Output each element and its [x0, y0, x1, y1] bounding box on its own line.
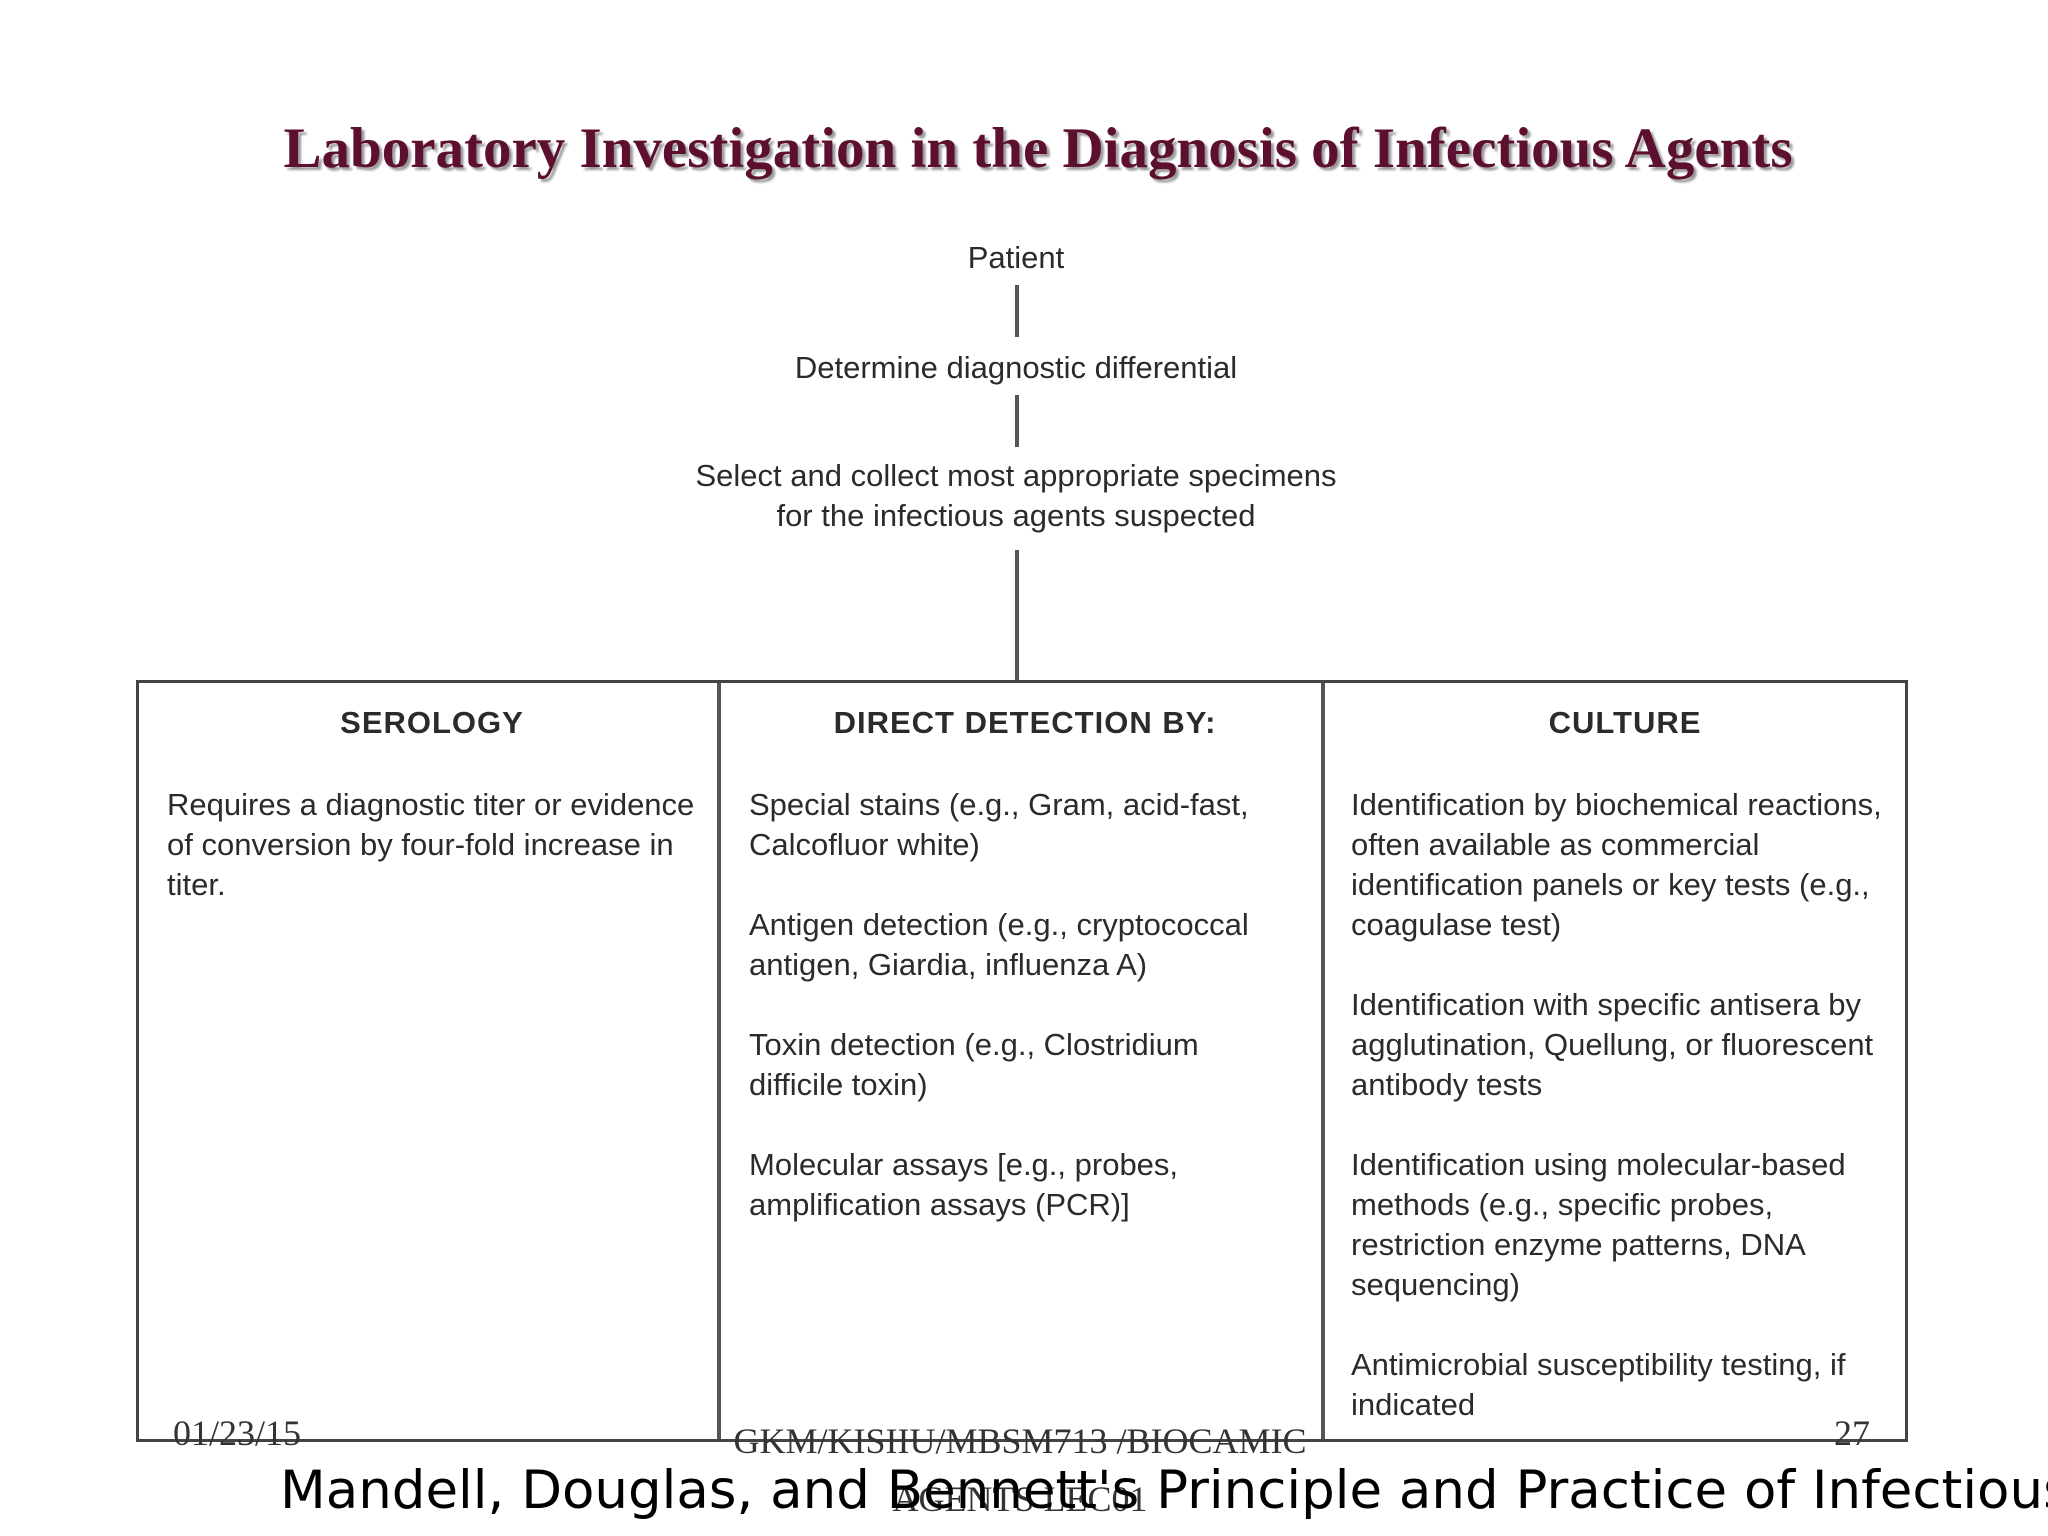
page-number: 27 — [1834, 1413, 1870, 1453]
susceptibility-testing-text: Antimicrobial susceptibility testing, if… — [1351, 1347, 1846, 1422]
biochemical-identification-text: Identification by biochemical reactions,… — [1351, 787, 1882, 942]
direct-detection-column: DIRECT DETECTION BY: Special stains (e.g… — [717, 683, 1321, 1439]
antisera-identification-text: Identification with specific antisera by… — [1351, 987, 1874, 1102]
footer-course-code: GKM/KISIIU/MBSM713 /BIOCAMIC AGENTS LEC0… — [733, 1421, 1307, 1519]
molecular-assays-text: Molecular assays [e.g., probes, amplific… — [749, 1147, 1179, 1222]
special-stains-text: Special stains (e.g., Gram, acid-fast, C… — [749, 787, 1249, 862]
flow-step-specimens-line2: for the infectious agents suspected — [776, 498, 1256, 533]
flow-step-patient: Patient — [967, 240, 1065, 275]
molecular-identification-text: Identification using molecular-based met… — [1351, 1147, 1846, 1302]
footer-date: 01/23/15 — [173, 1413, 302, 1453]
serology-heading: SEROLOGY — [340, 705, 524, 740]
toxin-detection-text: Toxin detection (e.g., Clostridium diffi… — [749, 1027, 1199, 1102]
serology-column: SEROLOGY Requires a diagnostic titer or … — [139, 683, 717, 1439]
direct-detection-heading: DIRECT DETECTION BY: — [833, 705, 1217, 740]
source-citation: Mandell, Douglas, and Bennett's Principl… — [280, 1460, 2048, 1521]
connector-line-3 — [1015, 550, 1019, 682]
antigen-detection-text: Antigen detection (e.g., cryptococcal an… — [749, 907, 1249, 982]
diagnosis-flowchart: Patient Determine diagnostic differentia… — [136, 195, 1912, 1445]
culture-column: CULTURE Identification by biochemical re… — [1321, 683, 1905, 1439]
flow-step-specimens-line1: Select and collect most appropriate spec… — [695, 458, 1337, 493]
methods-table: SEROLOGY Requires a diagnostic titer or … — [136, 680, 1908, 1442]
connector-line-2 — [1015, 395, 1019, 447]
flow-step-differential: Determine diagnostic differential — [794, 350, 1238, 385]
slide-title: Laboratory Investigation in the Diagnosi… — [283, 117, 1793, 180]
serology-text: Requires a diagnostic titer or evidence … — [167, 787, 695, 902]
connector-line-1 — [1015, 285, 1019, 337]
culture-heading: CULTURE — [1548, 705, 1702, 740]
